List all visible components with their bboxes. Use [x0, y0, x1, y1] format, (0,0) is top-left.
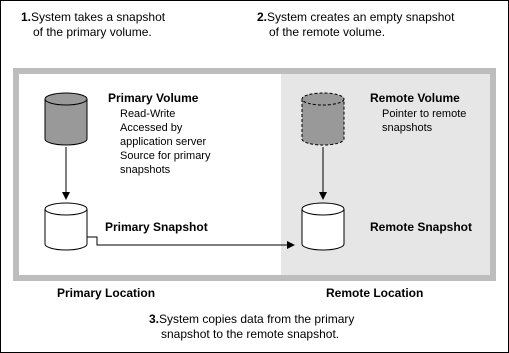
remote-volume-title: Remote Volume	[370, 91, 460, 105]
step-1-line1: System takes a snapshot	[31, 10, 166, 24]
step-1-line2: of the primary volume.	[33, 25, 152, 39]
step-2: 2.System creates an empty snapshot of th…	[257, 10, 454, 40]
primary-location-label: Primary Location	[57, 286, 156, 300]
step-2-line1: System creates an empty snapshot	[267, 10, 455, 24]
remote-location-label: Remote Location	[326, 286, 424, 300]
step-3-line1: System copies data from the primary	[159, 312, 355, 326]
primary-snapshot-cylinder	[44, 202, 88, 251]
arrow-copy-primary-to-remote	[87, 236, 295, 249]
remote-snapshot-cylinder	[301, 202, 345, 251]
step-1: 1.System takes a snapshot of the primary…	[21, 10, 165, 40]
primary-snapshot-title: Primary Snapshot	[105, 220, 208, 234]
remote-volume-cylinder	[301, 92, 345, 146]
primary-volume-title: Primary Volume	[108, 91, 199, 105]
primary-volume-desc-line: Source for primary	[120, 150, 211, 162]
remote-volume-desc-line: Pointer to remote	[382, 108, 467, 120]
remote-volume-desc-line: snapshots	[382, 122, 433, 134]
step-3: 3.System copies data from the primary sn…	[149, 312, 354, 342]
primary-volume-cylinder	[44, 92, 88, 146]
step-3-number: 3.	[149, 312, 160, 326]
primary-volume-desc-line: snapshots	[120, 164, 171, 176]
step-3-line2: snapshot to the remote snapshot.	[161, 327, 340, 341]
step-2-line2: of the remote volume.	[269, 25, 386, 39]
step-1-number: 1.	[21, 10, 32, 24]
step-2-number: 2.	[257, 10, 268, 24]
remote-volume-description: Pointer to remote snapshots	[382, 107, 466, 135]
primary-volume-desc-line: application server	[120, 136, 207, 148]
primary-volume-description: Read-Write Accessed by application serve…	[120, 107, 210, 177]
primary-volume-desc-line: Read-Write	[120, 108, 176, 120]
primary-volume-desc-line: Accessed by	[120, 122, 183, 134]
remote-snapshot-title: Remote Snapshot	[370, 220, 473, 234]
